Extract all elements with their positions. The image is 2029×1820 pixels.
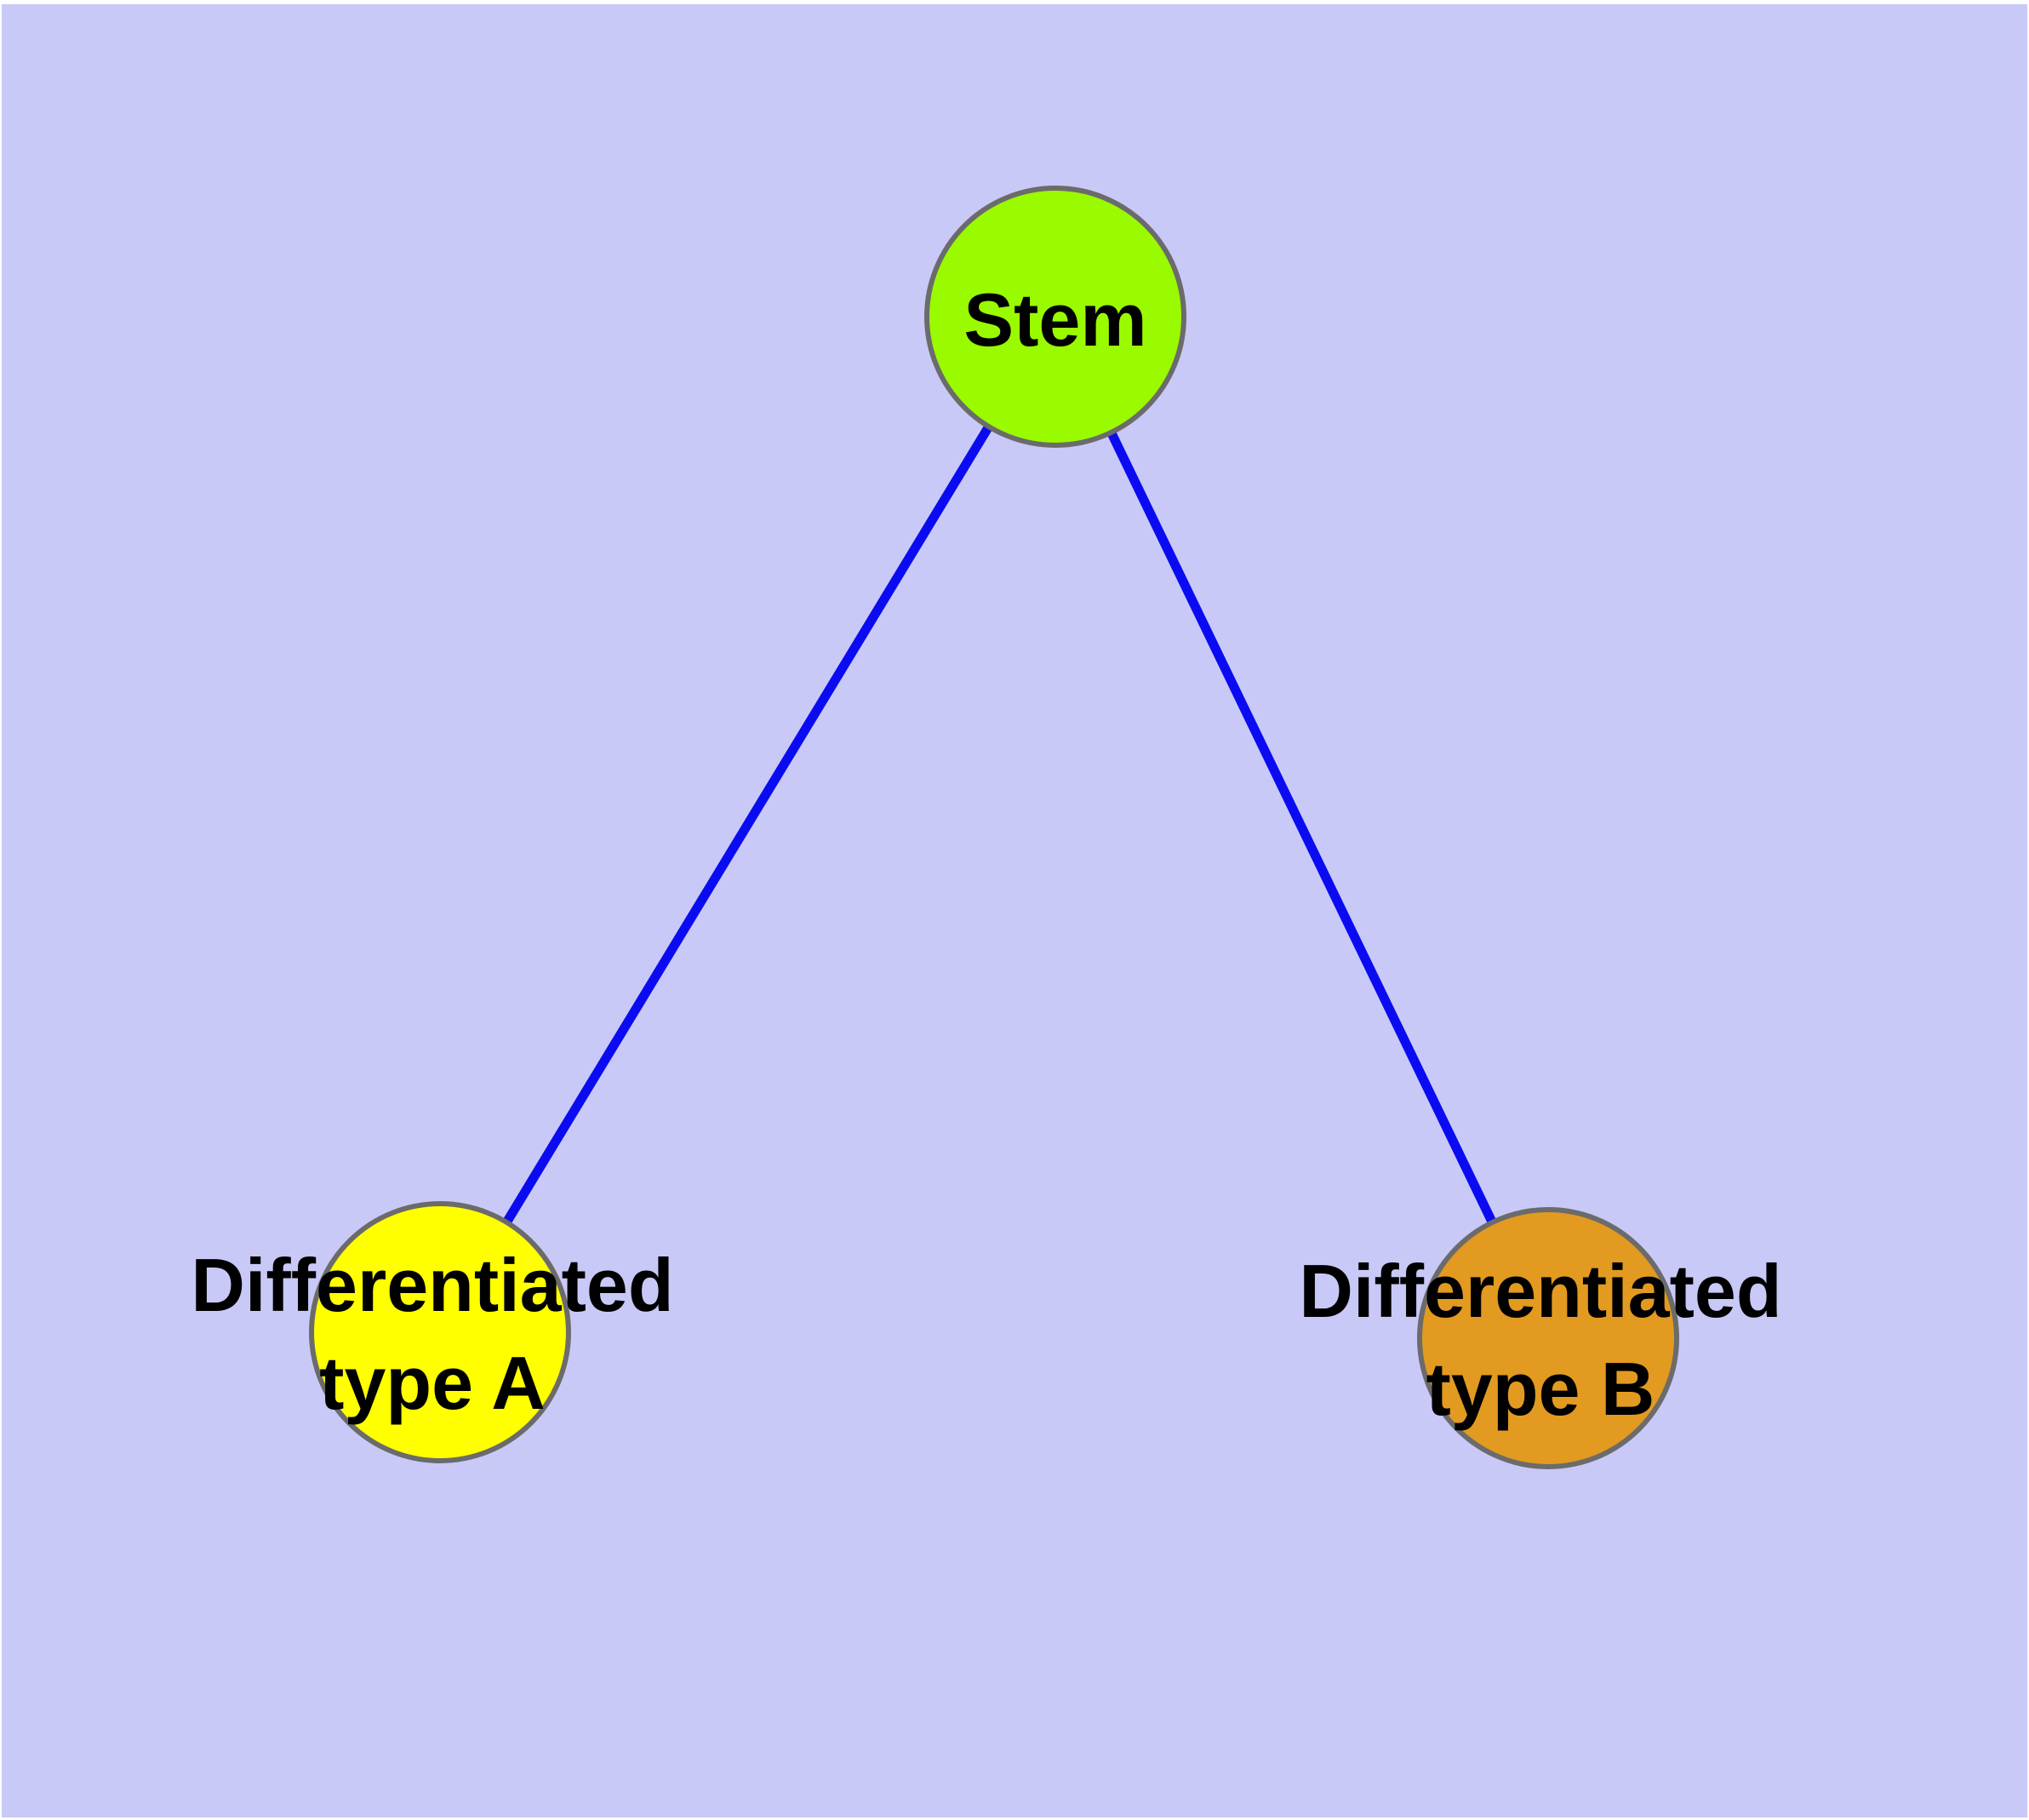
node-type-b-label-line1: Differentiated — [1299, 1249, 1781, 1333]
node-type-a-circle — [309, 1201, 571, 1463]
node-type-b-circle — [1417, 1207, 1679, 1469]
edge-stem-to-type-b — [1051, 314, 1552, 1341]
edge-stem-to-type-a — [436, 314, 1060, 1335]
node-type-a-label-line1: Differentiated — [191, 1243, 673, 1327]
node-type-b-label-line2: type B — [1426, 1347, 1655, 1431]
node-stem-circle — [924, 186, 1186, 448]
node-stem-label: Stem — [963, 278, 1146, 362]
node-type-a-label-line2: type A — [319, 1341, 546, 1425]
